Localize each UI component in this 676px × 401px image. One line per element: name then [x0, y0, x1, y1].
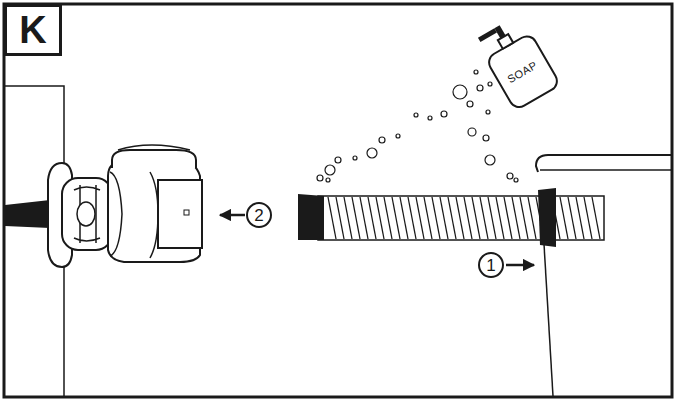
arrow-left — [220, 214, 245, 217]
valve-nut — [62, 178, 112, 250]
soap-bubble — [335, 157, 341, 163]
hose-coil — [328, 197, 336, 239]
hose-coil — [336, 197, 344, 239]
soap-bubble — [317, 175, 323, 181]
frame — [4, 4, 672, 397]
hose-coil — [456, 197, 464, 239]
soap-bubble — [467, 101, 473, 107]
soap-bubble — [514, 178, 518, 182]
hose-coil — [392, 197, 400, 239]
hose-coil — [448, 197, 456, 239]
soap-bubble — [428, 116, 432, 120]
soap-bubble — [474, 70, 478, 74]
section-letter: K — [19, 11, 46, 49]
soap-bubble — [468, 128, 476, 136]
valve-knob — [112, 150, 196, 168]
hose-coil — [488, 197, 496, 239]
soap-bubble — [396, 134, 400, 138]
hose-cuff — [298, 194, 324, 240]
soap-bubble — [483, 135, 489, 141]
hose-coil — [376, 197, 384, 239]
soap-bubble — [325, 165, 335, 175]
soap-bubble — [414, 113, 418, 117]
hose-coil — [560, 197, 568, 239]
hose-coil — [568, 197, 576, 239]
hose-coil — [424, 197, 432, 239]
hose-coil — [472, 197, 480, 239]
hose-coil — [520, 197, 528, 239]
hose-coil — [480, 197, 488, 239]
hose-coil — [592, 197, 600, 239]
tub-rim — [536, 155, 672, 172]
soap-bubble — [379, 137, 385, 143]
hose-coil — [384, 197, 392, 239]
hose-ring — [538, 188, 556, 247]
soap-bubble — [477, 85, 483, 91]
hose-coil — [528, 197, 536, 239]
hose-coil — [360, 197, 368, 239]
hose-coil — [416, 197, 424, 239]
hose-coil — [440, 197, 448, 239]
arrow-right — [506, 264, 534, 267]
hose-coil — [408, 197, 416, 239]
soap-bubble — [353, 156, 357, 160]
callout-number: 1 — [478, 252, 504, 278]
soap-bubble — [486, 110, 490, 114]
hose-coil — [504, 197, 512, 239]
callout-number: 2 — [246, 202, 272, 228]
tub-wall — [544, 244, 553, 396]
hose-coil — [576, 197, 584, 239]
section-letter-box: K — [4, 4, 62, 56]
soap-bubble — [453, 85, 467, 99]
hose-coil — [432, 197, 440, 239]
hose-coil — [352, 197, 360, 239]
soap-bubble — [441, 111, 447, 117]
soap-bubble — [367, 148, 377, 158]
hose-coil — [584, 197, 592, 239]
hose-coil — [344, 197, 352, 239]
soap-bottle — [474, 14, 560, 111]
hose-coil — [464, 197, 472, 239]
hose-coil — [496, 197, 504, 239]
hose-coil — [512, 197, 520, 239]
soap-bubble — [488, 82, 492, 86]
soap-bubble — [326, 178, 330, 182]
soap-bubble — [507, 173, 513, 179]
hose-coil — [400, 197, 408, 239]
supply-pipe — [5, 200, 50, 228]
soap-bubble — [485, 155, 495, 165]
hose — [318, 196, 604, 240]
hose-coil — [368, 197, 376, 239]
